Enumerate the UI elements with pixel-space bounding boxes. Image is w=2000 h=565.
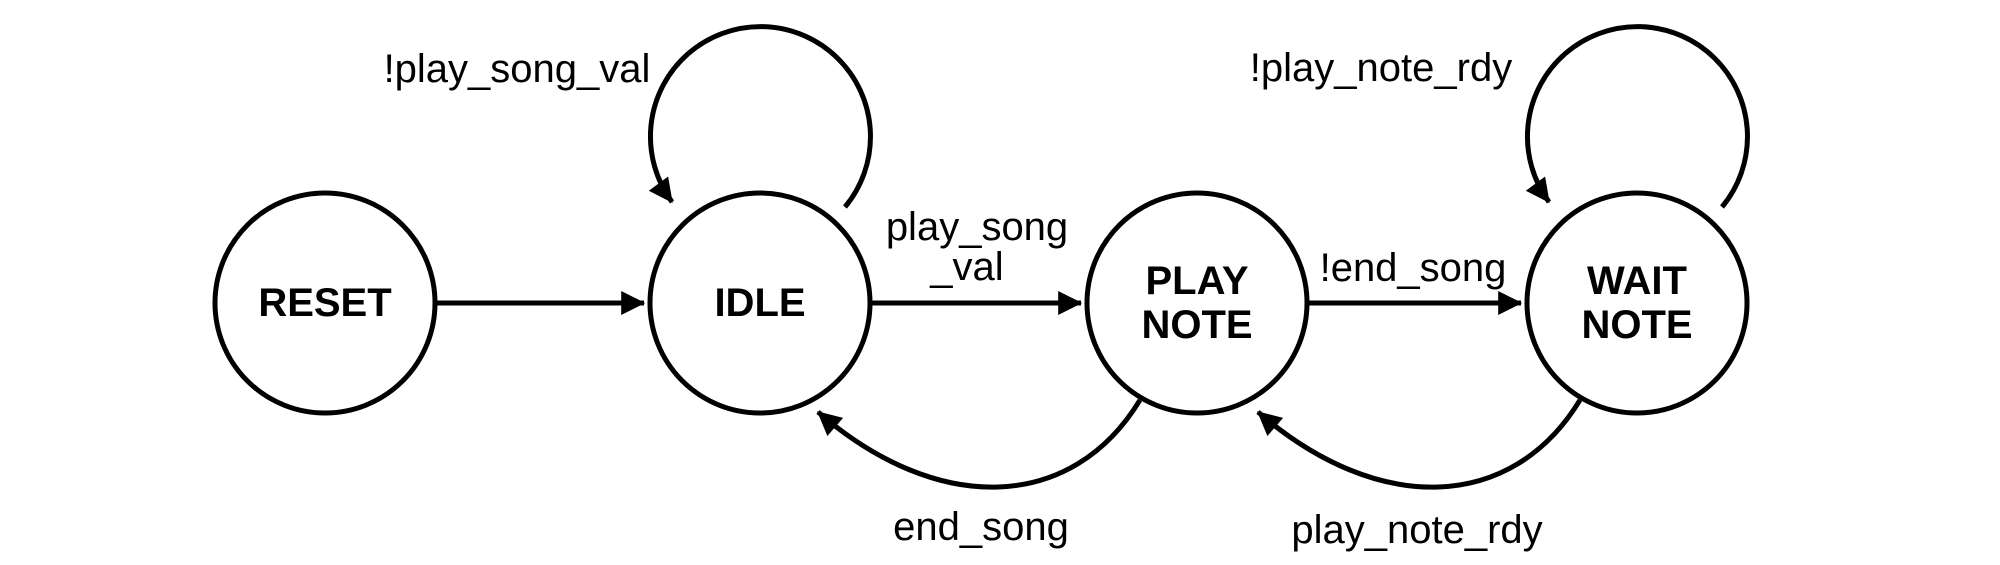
transition-arrow-wait-note-to-play-note [1256,398,1583,490]
transition-label-idle-to-play-note-line1: play_song [886,205,1068,249]
state-circle-idle [647,190,873,416]
transition-label-idle-to-play-note-line2: _val [929,245,1003,289]
transition-label-play-note-to-wait-note: !end_song [1320,246,1507,290]
transition-label-wait-note-to-play-note: play_note_rdy [1291,508,1542,552]
state-label-reset: RESET [258,281,391,325]
transition-label-play-note-to-idle: end_song [893,505,1069,549]
state-circle-wait-note [1524,190,1750,416]
state-label-play-note-line2: NOTE [1141,303,1252,347]
state-circle-reset [212,190,438,416]
state-circle-play-note [1084,190,1310,416]
self-loop-arrow-wait-note [1524,24,1750,209]
state-label-wait-note-line1: WAIT [1587,259,1687,303]
state-label-idle: IDLE [714,281,805,325]
state-label-play-note-line1: PLAY [1145,259,1248,303]
transition-label-wait-note-self-loop: !play_note_rdy [1250,46,1512,90]
transition-label-idle-self-loop: !play_song_val [384,47,651,91]
transition-arrow-play-note-to-idle [816,398,1143,490]
self-loop-arrow-idle [647,24,873,209]
state-label-wait-note-line2: NOTE [1581,303,1692,347]
